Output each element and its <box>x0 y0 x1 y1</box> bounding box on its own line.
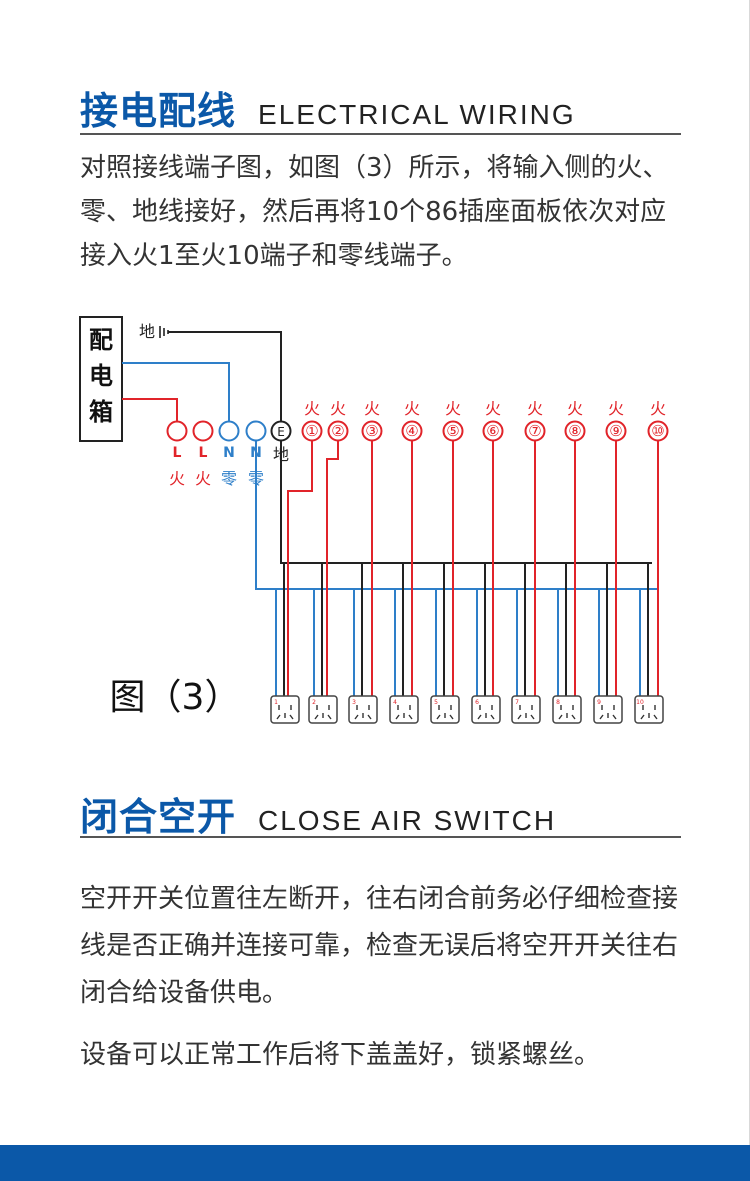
socket-86-panel <box>511 695 541 724</box>
fire-terminal <box>442 420 464 442</box>
fire-terminal <box>482 420 504 442</box>
socket-number: 3 <box>352 699 356 706</box>
neutral-feed-wire <box>122 362 230 422</box>
earth-terminal-symbol: E <box>277 425 285 439</box>
fire-terminal-label: 火 <box>404 399 420 418</box>
socket-number: 9 <box>597 699 601 706</box>
earth-feed-wire <box>168 331 282 422</box>
fire-terminal-label: 火 <box>485 399 501 418</box>
distribution-box <box>79 316 123 442</box>
fire-terminal <box>301 420 323 442</box>
ground-icon <box>159 326 169 338</box>
live-branch-wire <box>326 441 339 696</box>
live-feed-wire <box>122 398 178 422</box>
title-divider <box>80 133 681 135</box>
earth-terminal <box>270 420 292 442</box>
fire-terminal <box>647 420 669 442</box>
input-terminal-letter: L <box>199 445 208 461</box>
input-terminal-letter: L <box>173 445 182 461</box>
socket-number: 1 <box>274 699 278 706</box>
socket-86-panel <box>634 695 664 724</box>
live-branch-wire <box>287 441 313 696</box>
socket-86-panel <box>593 695 623 724</box>
input-terminal-letter: N <box>223 445 235 461</box>
fire-terminal-number: ⑨ <box>609 422 622 440</box>
socket-86-panel <box>348 695 378 724</box>
wiring-instructions: 对照接线端子图，如图（3）所示，将输入侧的火、零、地线接好，然后再将10个86插… <box>80 153 669 271</box>
fire-terminal-number: ③ <box>365 422 378 440</box>
fire-terminal-number: ⑧ <box>568 422 581 440</box>
footer-bar <box>0 1145 750 1181</box>
fire-terminal-number: ⑤ <box>446 422 459 440</box>
fire-terminal-number: ⑩ <box>651 422 664 440</box>
ground-label: 地 <box>139 322 155 341</box>
fire-terminal-label: 火 <box>364 399 380 418</box>
distribution-box-label: 电 <box>89 362 113 390</box>
socket-outlet-icon <box>395 705 413 720</box>
input-terminal <box>166 420 188 442</box>
switch-final-note: 设备可以正常工作后将下盖盖好，锁紧螺丝。 <box>80 1040 601 1070</box>
input-terminal-label: 火 <box>169 469 185 488</box>
socket-86-panel <box>552 695 582 724</box>
socket-outlet-icon <box>517 705 535 720</box>
socket-number: 4 <box>393 699 397 706</box>
socket-86-panel <box>430 695 460 724</box>
input-terminal <box>192 420 214 442</box>
input-terminal <box>245 420 267 442</box>
socket-outlet-icon <box>599 705 617 720</box>
fire-terminal-label: 火 <box>567 399 583 418</box>
fire-terminal <box>564 420 586 442</box>
fire-terminal-label: 火 <box>650 399 666 418</box>
socket-86-panel <box>471 695 501 724</box>
socket-outlet-icon <box>276 705 294 720</box>
socket-number: 10 <box>636 699 644 706</box>
wiring-title-cn: 接电配线 <box>80 89 237 133</box>
socket-outlet-icon <box>314 705 332 720</box>
socket-outlet-icon <box>477 705 495 720</box>
fire-terminal-number: ⑦ <box>528 422 541 440</box>
fire-terminal-label: 火 <box>608 399 624 418</box>
neutral-bus <box>255 441 659 590</box>
fire-terminal <box>327 420 349 442</box>
distribution-box-label: 配 <box>89 326 113 354</box>
wiring-section-title: 接电配线 ELECTRICAL WIRING <box>80 80 576 135</box>
fire-terminal <box>361 420 383 442</box>
socket-86-panel <box>308 695 338 724</box>
socket-86-panel <box>270 695 300 724</box>
fire-terminal <box>524 420 546 442</box>
socket-number: 8 <box>556 699 560 706</box>
switch-section-title: 闭合空开 CLOSE AIR SWITCH <box>80 786 556 841</box>
fire-terminal-label: 火 <box>304 399 320 418</box>
input-terminal <box>218 420 240 442</box>
fire-terminal-label: 火 <box>527 399 543 418</box>
socket-outlet-icon <box>640 705 658 720</box>
socket-outlet-icon <box>354 705 372 720</box>
wiring-title-en: ELECTRICAL WIRING <box>258 99 576 130</box>
distribution-box-label: 箱 <box>89 398 113 426</box>
input-terminal-label: 零 <box>221 469 237 488</box>
title-divider <box>80 836 681 838</box>
fire-terminal-label: 火 <box>445 399 461 418</box>
switch-title-en: CLOSE AIR SWITCH <box>258 805 557 836</box>
socket-number: 6 <box>475 699 479 706</box>
fire-terminal-number: ⑥ <box>486 422 499 440</box>
socket-outlet-icon <box>436 705 454 720</box>
socket-86-panel <box>389 695 419 724</box>
fire-terminal-number: ① <box>305 422 318 440</box>
fire-terminal-number: ④ <box>405 422 418 440</box>
diagram-caption: 图（3） <box>110 677 241 718</box>
socket-outlet-icon <box>558 705 576 720</box>
switch-title-cn: 闭合空开 <box>80 795 237 839</box>
socket-number: 2 <box>312 699 316 706</box>
input-terminal-label: 火 <box>195 469 211 488</box>
fire-terminal-number: ② <box>331 422 344 440</box>
fire-terminal <box>401 420 423 442</box>
earth-bus <box>280 441 652 564</box>
switch-instructions: 空开开关位置往左断开，往右闭合前务必仔细检查接线是否正确并连接可靠，检查无误后将… <box>80 884 679 1008</box>
socket-number: 5 <box>434 699 438 706</box>
fire-terminal <box>605 420 627 442</box>
socket-number: 7 <box>515 699 519 706</box>
fire-terminal-label: 火 <box>330 399 346 418</box>
